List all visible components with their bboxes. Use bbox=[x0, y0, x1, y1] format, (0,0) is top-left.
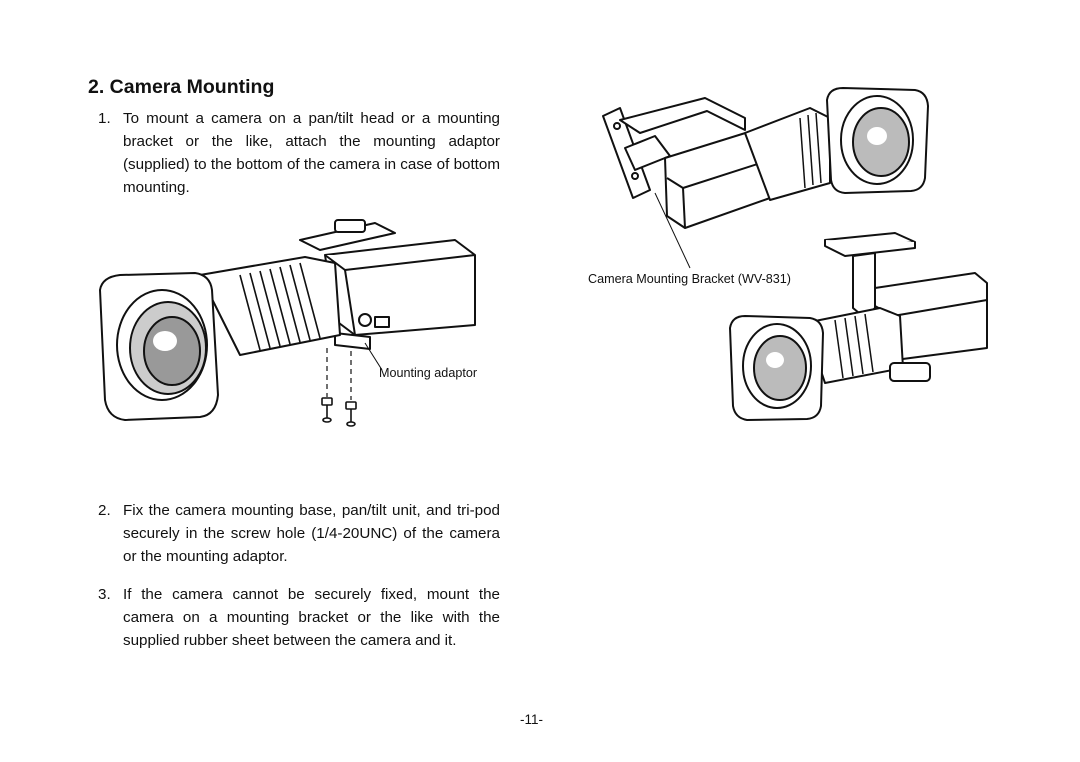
page-number: -11- bbox=[520, 712, 544, 727]
list-item: 2. Fix the camera mounting base, pan/til… bbox=[98, 499, 500, 568]
camera-on-bracket-illustration bbox=[602, 87, 929, 269]
item-number: 2. bbox=[98, 502, 111, 519]
item-text: To mount a camera on a pan/tilt head or … bbox=[123, 110, 500, 196]
item-text: Fix the camera mounting base, pan/tilt u… bbox=[123, 502, 500, 565]
list-item: 1. To mount a camera on a pan/tilt head … bbox=[98, 107, 500, 199]
section-heading: 2. Camera Mounting bbox=[88, 76, 275, 98]
item-text: If the camera cannot be securely fixed, … bbox=[123, 586, 500, 649]
camera-on-ceiling-bracket-illustration bbox=[729, 232, 988, 421]
bracket-caption: Camera Mounting Bracket (WV-831) bbox=[588, 272, 791, 286]
list-item: 3. If the camera cannot be securely fixe… bbox=[98, 583, 500, 652]
item-number: 1. bbox=[98, 110, 111, 127]
item-number: 3. bbox=[98, 586, 111, 603]
mounting-adaptor-caption: Mounting adaptor bbox=[379, 366, 478, 380]
camera-with-adaptor-illustration bbox=[99, 219, 476, 427]
